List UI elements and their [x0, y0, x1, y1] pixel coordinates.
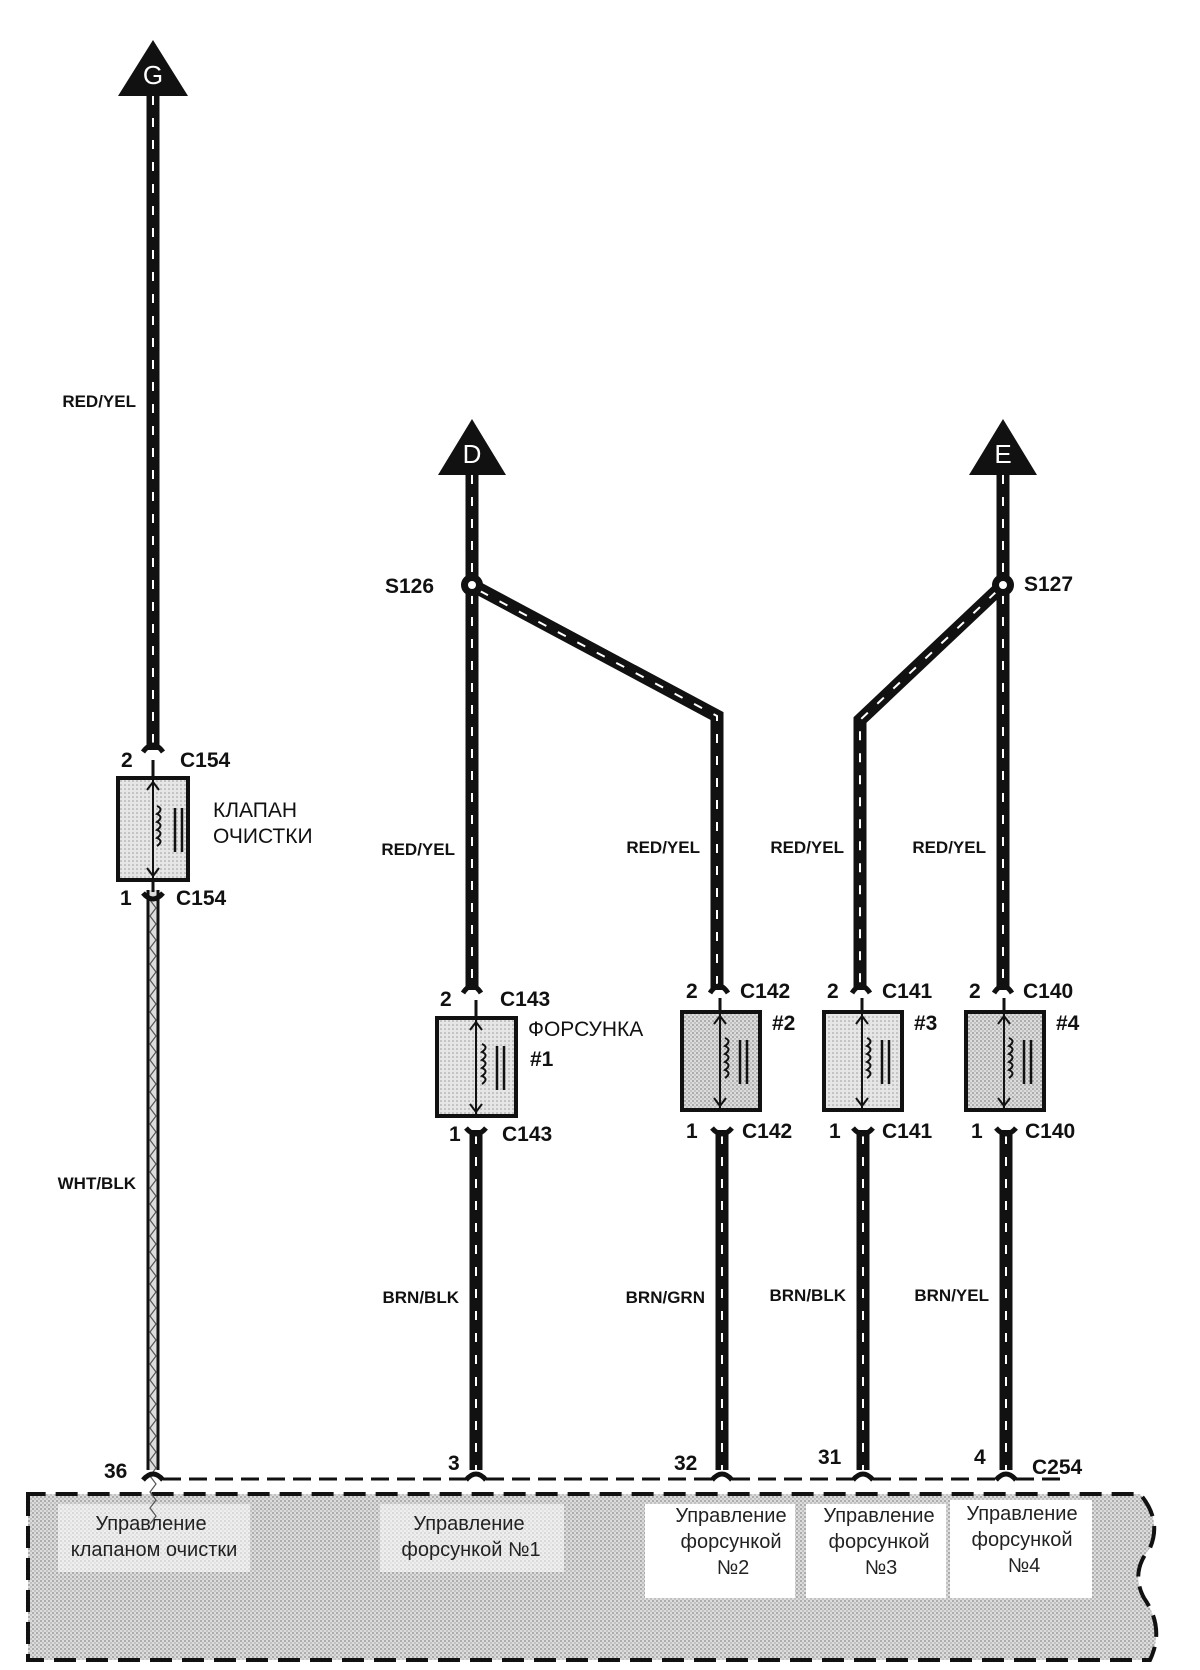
- wire-inj2-feed: [468, 579, 724, 990]
- injector-1-connector-bottom: C143: [502, 1123, 552, 1146]
- module-pin-inj4: 4: [974, 1446, 986, 1469]
- injector-4-connector-top: C140: [1023, 980, 1073, 1003]
- purge-valve-connector-bottom: C154: [176, 887, 227, 910]
- injector-2-connector-top: C142: [740, 980, 790, 1003]
- module-pins: 36 3 32 31 4 C254: [104, 1446, 1083, 1483]
- wire-label-inj2-feed: RED/YEL: [626, 838, 700, 857]
- module-label-inj2-3: №2: [717, 1557, 750, 1579]
- purge-valve-pin-bottom: 1: [120, 887, 132, 910]
- purge-valve-label-1: КЛАПАН: [213, 799, 297, 822]
- injector-4-connector-bottom: C140: [1025, 1120, 1075, 1143]
- arrow-e-letter: E: [994, 439, 1011, 469]
- injector-1-pin-top: 2: [440, 988, 452, 1011]
- injector-3-pin-bottom: 1: [829, 1120, 841, 1143]
- module-connector: C254: [1032, 1456, 1083, 1479]
- wire-label-inj1-feed: RED/YEL: [381, 840, 455, 859]
- injector-2-number: #2: [772, 1012, 795, 1035]
- injector-3-connector-top: C141: [882, 980, 933, 1003]
- wire-label-inj1-control: BRN/BLK: [383, 1288, 460, 1307]
- wire-color-labels: RED/YEL WHT/BLK RED/YEL RED/YEL RED/YEL …: [58, 392, 989, 1307]
- wires: [146, 96, 1013, 1525]
- module-label-inj4-2: форсункой: [971, 1529, 1072, 1551]
- injector-2-pin-top: 2: [686, 980, 698, 1003]
- module-label-inj3-3: №3: [865, 1557, 898, 1579]
- wire-inj3-feed: [853, 580, 1008, 990]
- injector-1-label: ФОРСУНКА: [528, 1018, 643, 1041]
- module-label-inj4-1: Управление: [966, 1503, 1077, 1525]
- purge-valve: 2 C154 1 C154 КЛАПАН ОЧИСТКИ: [116, 742, 313, 910]
- module-label-purge-1: Управление: [95, 1513, 206, 1535]
- module-pin-inj1: 3: [448, 1452, 460, 1475]
- injector-2-pin-bottom: 1: [686, 1120, 698, 1143]
- splice-s126-label: S126: [385, 575, 434, 598]
- injector-1-connector-top: C143: [500, 988, 550, 1011]
- injector-4-pin-bottom: 1: [971, 1120, 983, 1143]
- module-label-inj4-3: №4: [1008, 1555, 1041, 1577]
- module-label-inj1-1: Управление: [413, 1513, 524, 1535]
- module-pin-inj3: 31: [818, 1446, 842, 1469]
- injector-2-connector-bottom: C142: [742, 1120, 792, 1143]
- arrow-g: G: [118, 40, 188, 96]
- injector-3-connector-bottom: C141: [882, 1120, 933, 1143]
- arrow-d-letter: D: [463, 439, 482, 469]
- splice-s126: S126: [385, 574, 483, 598]
- arrow-e: E: [969, 419, 1037, 475]
- module-label-purge-2: клапаном очистки: [71, 1539, 238, 1561]
- wire-purge-control: [146, 890, 160, 1525]
- module-pin-inj2: 32: [674, 1452, 697, 1475]
- wire-label-inj3-feed: RED/YEL: [770, 838, 844, 857]
- purge-valve-label-2: ОЧИСТКИ: [213, 825, 313, 848]
- purge-valve-connector-top: C154: [180, 749, 231, 772]
- injector-1: 2 C143 1 C143 ФОРСУНКА #1: [435, 983, 643, 1146]
- control-module: Управление клапаном очистки Управление ф…: [26, 1492, 1159, 1662]
- injector-4: 2 C140 1 C140 #4: [964, 980, 1080, 1143]
- wire-label-purge-feed: RED/YEL: [62, 392, 136, 411]
- purge-valve-pin-top: 2: [121, 749, 133, 772]
- wire-label-inj4-control: BRN/YEL: [914, 1286, 989, 1305]
- module-label-inj3-1: Управление: [823, 1505, 934, 1527]
- module-label-inj3-2: форсункой: [828, 1531, 929, 1553]
- wire-label-inj3-control: BRN/BLK: [770, 1286, 847, 1305]
- arrow-d: D: [438, 419, 506, 475]
- injector-2: 2 C142 1 C142 #2: [680, 980, 795, 1143]
- injector-4-pin-top: 2: [969, 980, 981, 1003]
- module-pin-purge: 36: [104, 1460, 127, 1483]
- arrow-g-letter: G: [143, 60, 163, 90]
- module-label-inj1-2: форсункой №1: [401, 1539, 540, 1561]
- splice-s127-label: S127: [1024, 573, 1073, 596]
- wire-label-inj2-control: BRN/GRN: [626, 1288, 705, 1307]
- module-label-inj2-1: Управление: [675, 1505, 786, 1527]
- module-label-inj2-2: форсункой: [680, 1531, 781, 1553]
- injector-3-pin-top: 2: [827, 980, 839, 1003]
- injector-1-pin-bottom: 1: [449, 1123, 461, 1146]
- injector-1-number: #1: [530, 1048, 554, 1071]
- injector-3: 2 C141 1 C141 #3: [822, 980, 937, 1143]
- splice-s127: S127: [992, 573, 1073, 596]
- injector-4-number: #4: [1056, 1012, 1080, 1035]
- injector-3-number: #3: [914, 1012, 937, 1035]
- wire-label-inj4-feed: RED/YEL: [912, 838, 986, 857]
- wire-label-purge-control: WHT/BLK: [58, 1174, 137, 1193]
